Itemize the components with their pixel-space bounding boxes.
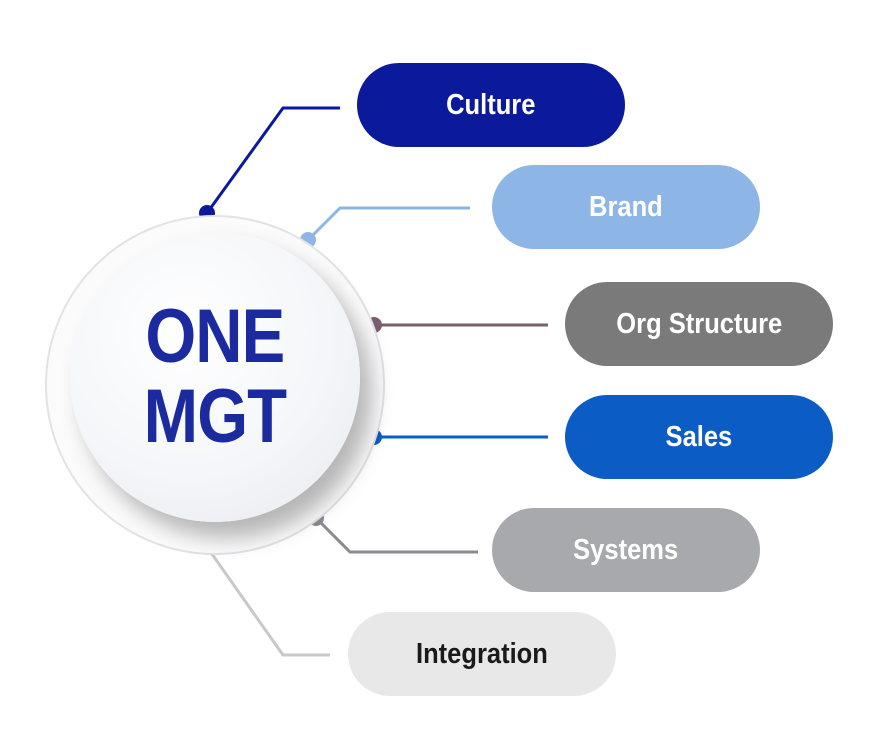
pill-integration: Integration — [348, 612, 616, 696]
pill-integration-label: Integration — [416, 637, 548, 670]
pill-org-structure: Org Structure — [565, 282, 833, 366]
pill-systems: Systems — [492, 508, 760, 592]
hub-title-line2: MGT — [143, 374, 287, 459]
hub-title-line1: ONE — [145, 294, 285, 379]
pill-org-structure-label: Org Structure — [616, 307, 782, 340]
pill-sales-label: Sales — [665, 420, 733, 453]
connector-systems — [314, 516, 478, 554]
pill-sales: Sales — [565, 395, 833, 479]
connector-brand — [306, 206, 470, 242]
connector-culture — [205, 106, 340, 214]
connector-integration — [205, 546, 330, 657]
pill-systems-label: Systems — [573, 533, 679, 566]
pill-culture-label: Culture — [446, 88, 536, 121]
hub-circle: ONE MGT — [70, 232, 360, 522]
pill-culture: Culture — [357, 63, 625, 147]
pill-brand-label: Brand — [589, 190, 663, 223]
pill-brand: Brand — [492, 165, 760, 249]
